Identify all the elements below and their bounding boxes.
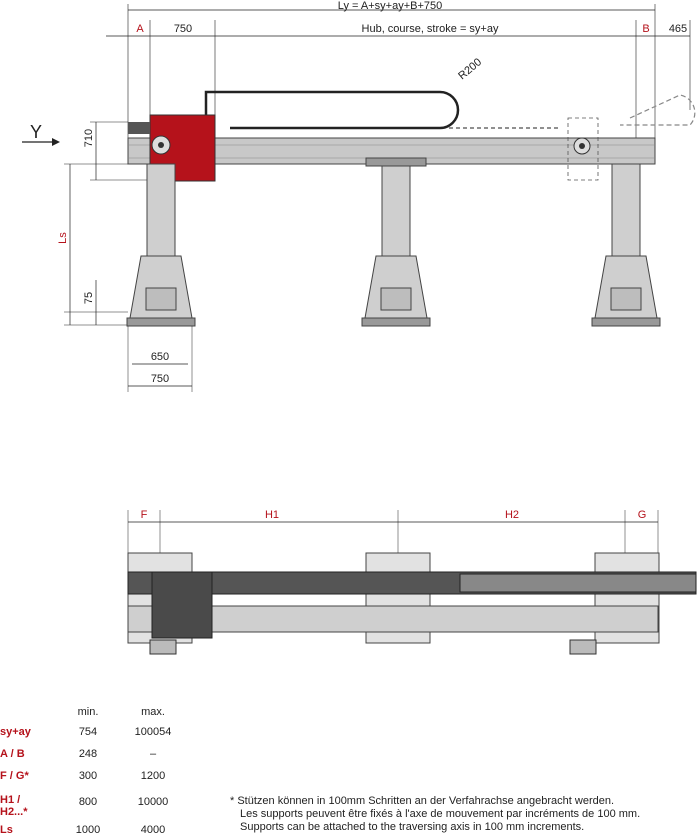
side-view: Ly = A+sy+ay+B+750 A 750 Hub, course, st… bbox=[22, 0, 696, 392]
row-max: 100054 bbox=[134, 726, 172, 738]
footnote-de: * Stützen können in 100mm Schritten an d… bbox=[230, 795, 615, 807]
ly-formula: Ly = A+sy+ay+B+750 bbox=[338, 0, 442, 12]
row-max: 1200 bbox=[140, 770, 166, 782]
dim-a: A bbox=[136, 23, 144, 35]
row-max: 10000 bbox=[137, 796, 169, 808]
footnote: * Stützen können in 100mm Schritten an d… bbox=[230, 795, 690, 834]
row-label: H1 / H2...* bbox=[0, 794, 28, 818]
row-min: 1000 bbox=[75, 824, 101, 836]
dim-h2: H2 bbox=[505, 509, 519, 521]
footnote-fr: Les supports peuvent être fixés à l'axe … bbox=[240, 808, 641, 820]
dim-f: F bbox=[141, 509, 148, 521]
row-max: 4000 bbox=[140, 824, 166, 836]
row-max: – bbox=[149, 748, 157, 760]
row-min: 300 bbox=[78, 770, 98, 782]
row-label: Ls bbox=[0, 824, 13, 836]
row-min: 754 bbox=[78, 726, 98, 738]
plan-view: F H1 H2 G bbox=[127, 509, 697, 655]
row-min: 800 bbox=[78, 796, 98, 808]
radius-label: R200 bbox=[456, 56, 484, 82]
dim-g: G bbox=[638, 509, 647, 521]
dim-h1: H1 bbox=[265, 509, 279, 521]
dim-750-bottom: 750 bbox=[151, 373, 169, 385]
header-min: min. bbox=[77, 706, 99, 718]
axis-label: Y bbox=[30, 122, 42, 142]
row-label: F / G* bbox=[0, 770, 29, 782]
row-label: A / B bbox=[0, 748, 25, 760]
dim-ls: Ls bbox=[57, 232, 69, 244]
header-max: max. bbox=[141, 706, 165, 718]
stroke-label: Hub, course, stroke = sy+ay bbox=[362, 23, 499, 35]
footnote-en: Supports can be attached to the traversi… bbox=[240, 821, 585, 833]
dim-b: B bbox=[642, 23, 649, 35]
dim-465: 465 bbox=[669, 23, 687, 35]
dim-75: 75 bbox=[83, 292, 95, 304]
row-min: 248 bbox=[78, 748, 98, 760]
dim-750-top: 750 bbox=[174, 23, 192, 35]
dim-650: 650 bbox=[151, 351, 169, 363]
row-label: sy+ay bbox=[0, 726, 31, 738]
dim-710: 710 bbox=[83, 129, 95, 147]
technical-drawing: Ly = A+sy+ay+B+750 A 750 Hub, course, st… bbox=[22, 0, 697, 655]
